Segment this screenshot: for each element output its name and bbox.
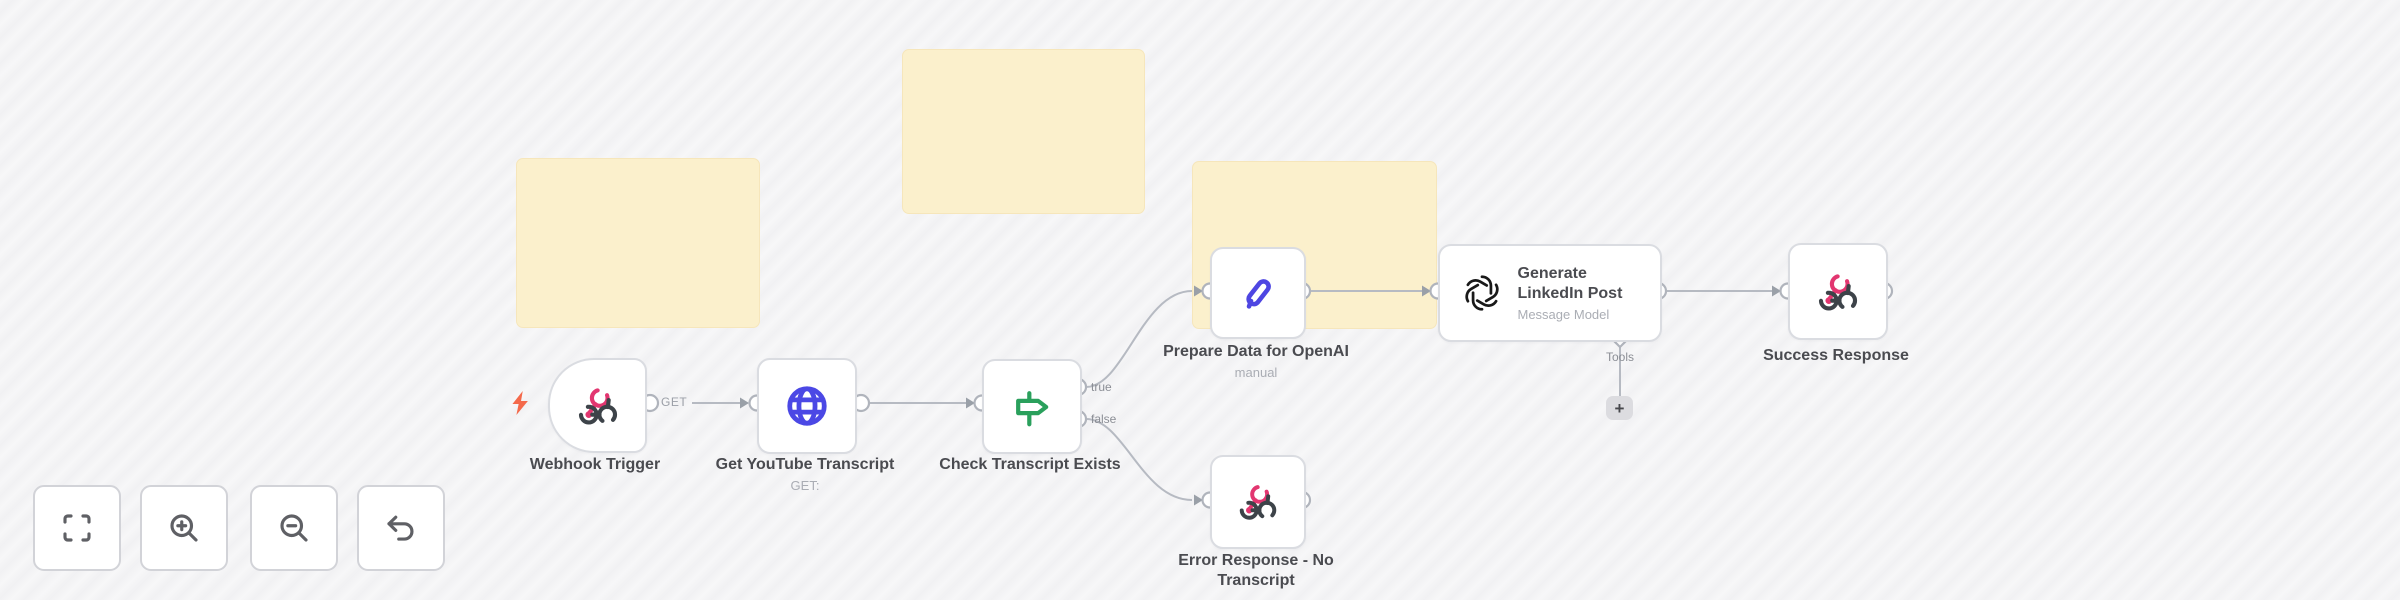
- node-success-response[interactable]: [1788, 243, 1888, 340]
- pencil-icon: [1246, 279, 1271, 309]
- connection-check-false-error[interactable]: [1085, 418, 1193, 501]
- node-check-transcript-exists[interactable]: [982, 359, 1082, 454]
- zoom-out-icon: [280, 514, 308, 542]
- undo-icon: [387, 515, 414, 541]
- node-label-check: Check Transcript Exists: [939, 456, 1121, 473]
- sticky-note-2[interactable]: [902, 49, 1145, 214]
- fit-view-icon: [63, 514, 91, 542]
- node-webhook-trigger[interactable]: [548, 358, 647, 453]
- node-label-error: Error Response - No Transcript: [1178, 552, 1334, 589]
- webhook-icon: [1818, 273, 1858, 311]
- node-label-webhook: Webhook Trigger: [529, 456, 661, 473]
- node-subtitle-generate: Message Model: [1517, 307, 1610, 323]
- node-error-response[interactable]: [1210, 455, 1306, 549]
- node-get-youtube-transcript[interactable]: [757, 358, 857, 454]
- node-label-youtube: Get YouTube Transcript: [715, 456, 895, 473]
- node-subtitle-youtube: GET:: [790, 478, 820, 493]
- node-label-success: Success Response: [1763, 347, 1909, 364]
- zoom-in-icon: [170, 514, 198, 542]
- node-subtitle-prepare: manual: [1234, 365, 1278, 380]
- node-generate-linkedin-post[interactable]: Generate LinkedIn Post Message Model: [1438, 244, 1662, 342]
- signpost-icon: [1016, 390, 1049, 426]
- fit-view-button[interactable]: [33, 485, 121, 571]
- add-tool-button[interactable]: +: [1606, 396, 1633, 420]
- connection-arrowheads: [740, 285, 1781, 506]
- connection-check-true-prepare[interactable]: [1085, 290, 1193, 388]
- lightning-icon: [512, 391, 528, 415]
- zoom-in-button[interactable]: [140, 485, 228, 571]
- globe-icon: [787, 386, 827, 426]
- node-label-prepare: Prepare Data for OpenAI: [1163, 343, 1349, 360]
- port-label-false: false: [1091, 412, 1117, 426]
- sticky-note-1[interactable]: [516, 158, 760, 328]
- node-title-generate: Generate LinkedIn Post: [1517, 264, 1623, 302]
- connection-label-get: GET: [661, 395, 688, 409]
- undo-button[interactable]: [357, 485, 445, 571]
- zoom-out-button[interactable]: [250, 485, 338, 571]
- port-label-tools: Tools: [1605, 350, 1634, 364]
- port-label-true: true: [1091, 380, 1112, 394]
- node-prepare-data[interactable]: [1210, 247, 1306, 339]
- openai-icon: [1464, 275, 1499, 311]
- webhook-icon: [578, 387, 617, 425]
- webhook-icon: [1239, 484, 1277, 520]
